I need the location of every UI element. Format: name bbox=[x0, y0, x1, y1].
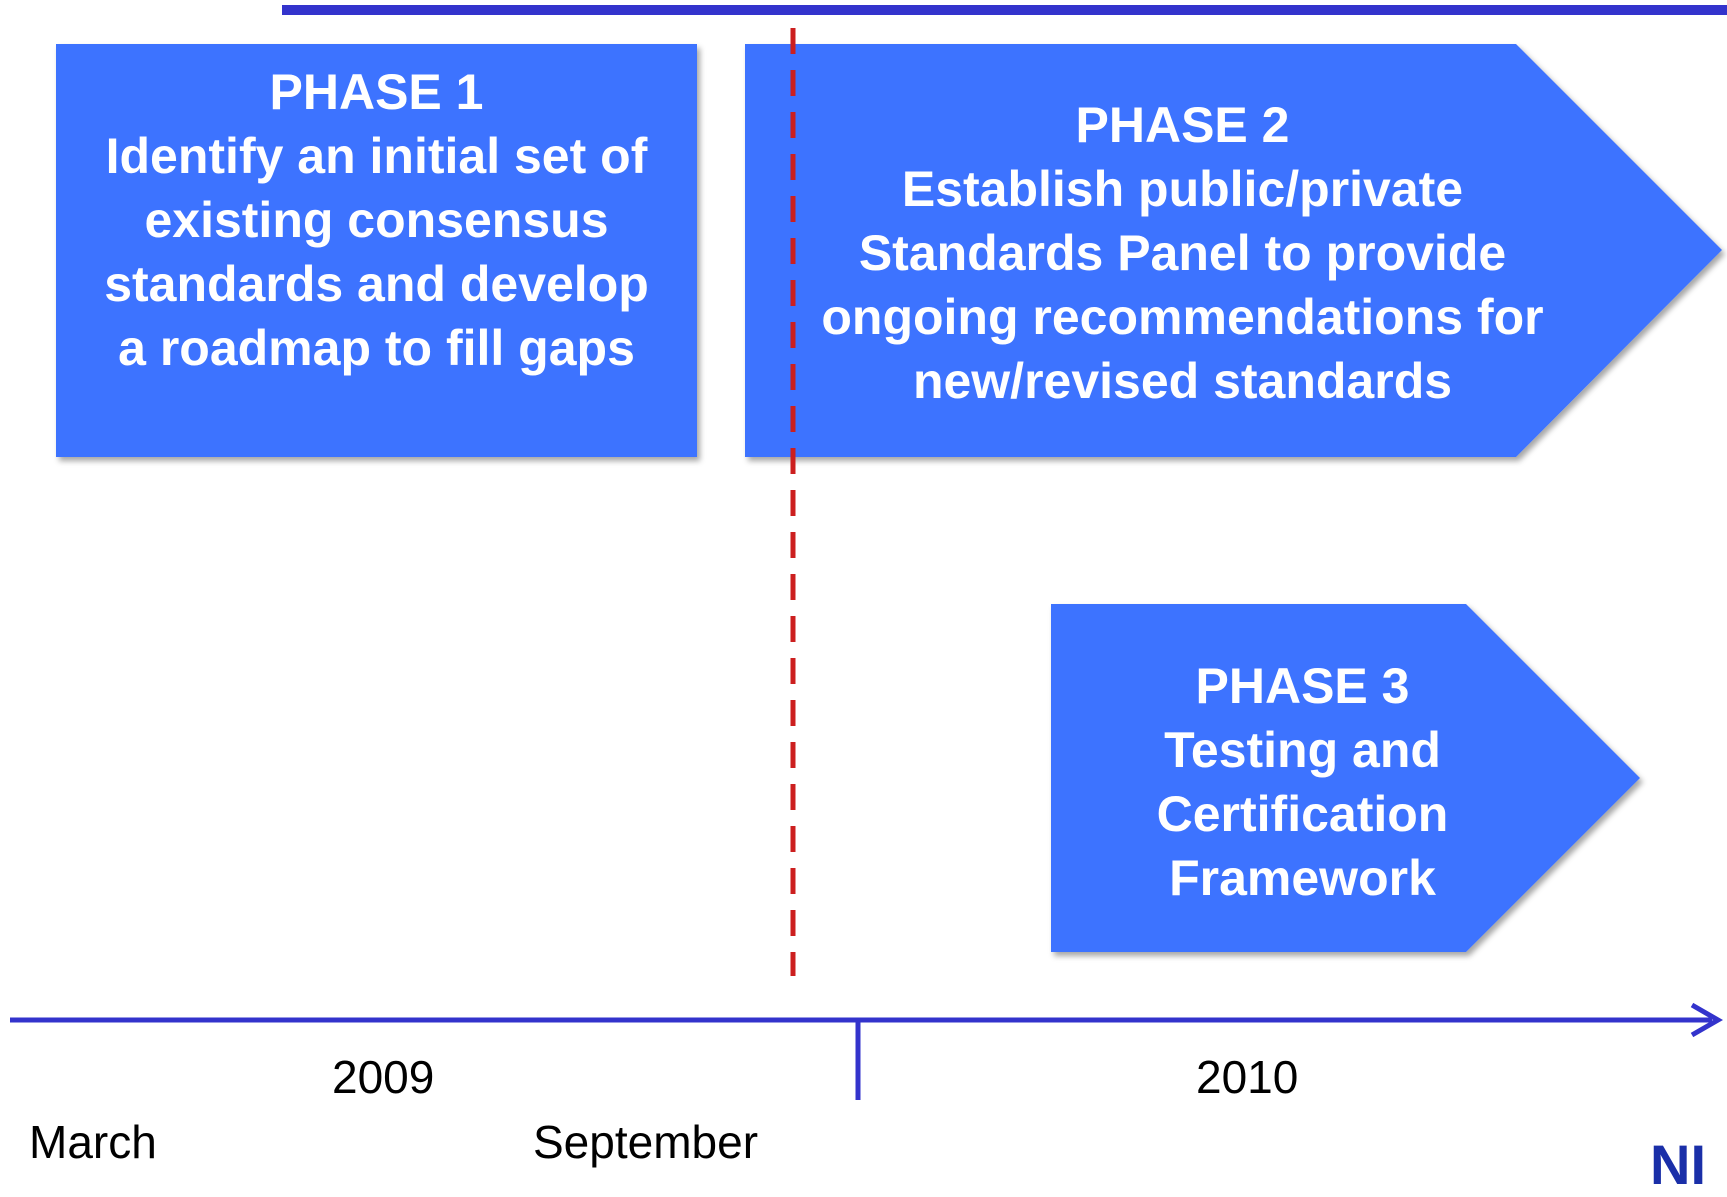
phase-2-line: Establish public/private bbox=[901, 161, 1464, 217]
phase-2-line: Standards Panel to provide bbox=[858, 225, 1507, 281]
phase-2-text: PHASE 2 Establish public/private Standar… bbox=[785, 93, 1580, 413]
diagram-shapes bbox=[10, 28, 1724, 1100]
year-label-2009: 2009 bbox=[332, 1051, 435, 1103]
phase-3-line: Certification bbox=[1156, 786, 1449, 842]
phase-1-title: PHASE 1 bbox=[269, 64, 484, 120]
phase-2-arrow bbox=[745, 44, 1722, 457]
phase-3-arrow bbox=[1051, 604, 1640, 952]
phase-1-box bbox=[56, 44, 697, 457]
phase-2-line: new/revised standards bbox=[912, 353, 1453, 409]
phase-3-title: PHASE 3 bbox=[1195, 658, 1410, 714]
phase-3-text: PHASE 3 Testing and Certification Framew… bbox=[1100, 654, 1505, 910]
phase-1-line: standards and develop bbox=[104, 256, 649, 312]
phase-3-line: Testing and bbox=[1164, 722, 1441, 778]
top-rule bbox=[282, 5, 1727, 15]
timeline-arrowhead bbox=[1690, 1002, 1724, 1038]
phase-1-line: a roadmap to fill gaps bbox=[118, 320, 635, 376]
month-label-march: March bbox=[29, 1116, 157, 1168]
year-label-2010: 2010 bbox=[1196, 1051, 1299, 1103]
phase-2-line: ongoing recommendations for bbox=[821, 289, 1544, 345]
month-label-september: September bbox=[533, 1116, 759, 1168]
phase-1-line: existing consensus bbox=[144, 192, 609, 248]
phase-3-line: Framework bbox=[1169, 850, 1436, 906]
phase-2-title: PHASE 2 bbox=[1075, 97, 1290, 153]
phase-1-text: PHASE 1 Identify an initial set of exist… bbox=[56, 60, 697, 380]
phase-1-line: Identify an initial set of bbox=[105, 128, 648, 184]
